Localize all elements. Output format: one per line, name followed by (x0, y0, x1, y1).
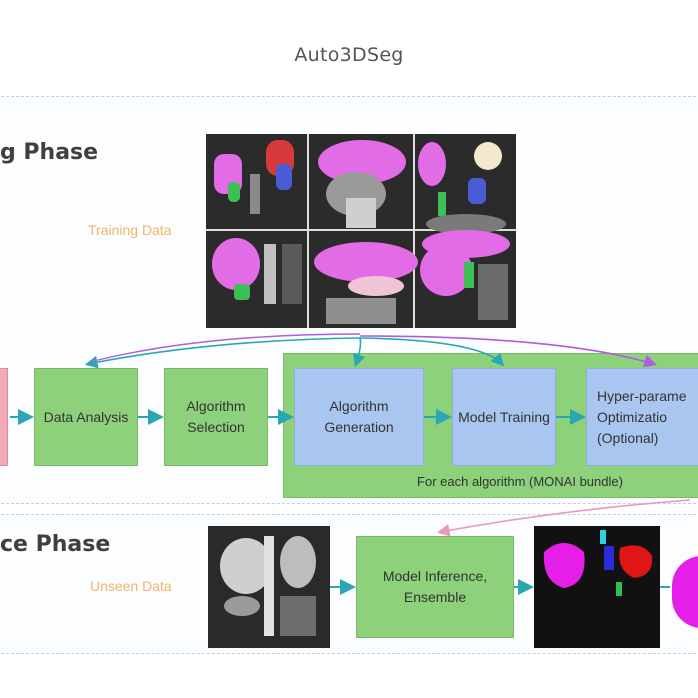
arc-data-to-training (359, 337, 505, 367)
data-analysis-label: Data Analysis (43, 408, 129, 425)
model-inference-box: Model Inference, Ensemble (356, 536, 514, 638)
hyper-parameter-label: Hyper-parame Optimizatio (Optional) (597, 387, 687, 446)
training-data-images (206, 134, 516, 328)
algorithm-generation-box: Algorithm Generation (294, 368, 424, 466)
page-title: Auto3DSeg (294, 44, 404, 66)
arc-purple-to-analysis (89, 333, 361, 363)
hyper-parameter-optimization-box: Hyper-parame Optimizatio (Optional) (586, 368, 698, 466)
data-analysis-box: Data Analysis (34, 368, 138, 466)
arc-data-to-generation (352, 337, 366, 368)
model-training-label: Model Training (458, 408, 550, 425)
training-phase-title: g Phase (0, 140, 99, 165)
unseen-image-svg (208, 526, 330, 648)
algorithm-selection-label: Algorithm Selection (186, 398, 246, 435)
training-data-label: Training Data (88, 222, 172, 238)
inference-phase-title: ce Phase (0, 532, 111, 557)
unseen-data-label: Unseen Data (90, 578, 172, 594)
algorithm-selection-box: Algorithm Selection (164, 368, 268, 466)
monai-bundle-caption: For each algorithm (MONAI bundle) (417, 474, 623, 489)
training-images-svg (206, 134, 516, 328)
segmentation-image-svg (534, 526, 660, 648)
arc-data-to-analysis (84, 337, 361, 369)
arc-data-to-hyperparam (359, 335, 658, 368)
model-inference-label: Model Inference, Ensemble (382, 568, 488, 605)
segmentation-result-image (534, 526, 660, 648)
unseen-data-image (208, 526, 330, 648)
algorithm-generation-label: Algorithm Generation (324, 398, 394, 435)
input-box-partial (0, 368, 8, 466)
arc-bundle-to-inference (436, 499, 691, 537)
model-training-box: Model Training (452, 368, 556, 466)
